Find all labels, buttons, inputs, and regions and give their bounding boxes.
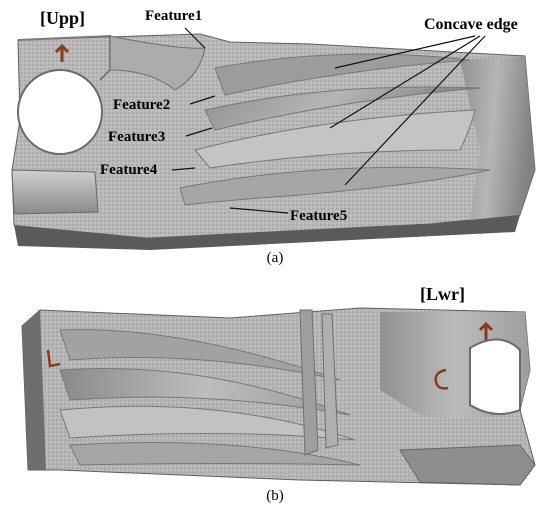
- upper-part-figure: [Upp] Feature1 Feature2 Feature3 Feature…: [11, 8, 536, 266]
- lower-tag: [Lwr]: [420, 284, 465, 304]
- feature4-label: Feature4: [100, 162, 158, 178]
- upper-tag: [Upp]: [40, 8, 86, 28]
- lower-part-figure: [Lwr] (b): [0, 270, 550, 508]
- feature1-label: Feature1: [145, 8, 203, 24]
- feature3-label: Feature3: [108, 129, 166, 145]
- feature2-label: Feature2: [113, 97, 171, 113]
- hand-drawn-arrow-marker-icon: [478, 321, 494, 340]
- lower-part-photo: [21, 307, 536, 486]
- upper-part-photo: [11, 33, 536, 250]
- hand-drawn-l-marker-icon: [46, 349, 61, 368]
- hand-drawn-arrow-marker-icon: [54, 43, 70, 62]
- caption-b: (b): [266, 488, 284, 504]
- leader-lines: [171, 27, 486, 214]
- concave-edge-label: Concave edge: [424, 16, 518, 33]
- feature5-label: Feature5: [290, 208, 348, 224]
- caption-a: (a): [266, 250, 284, 266]
- hand-drawn-c-marker-icon: [434, 368, 449, 390]
